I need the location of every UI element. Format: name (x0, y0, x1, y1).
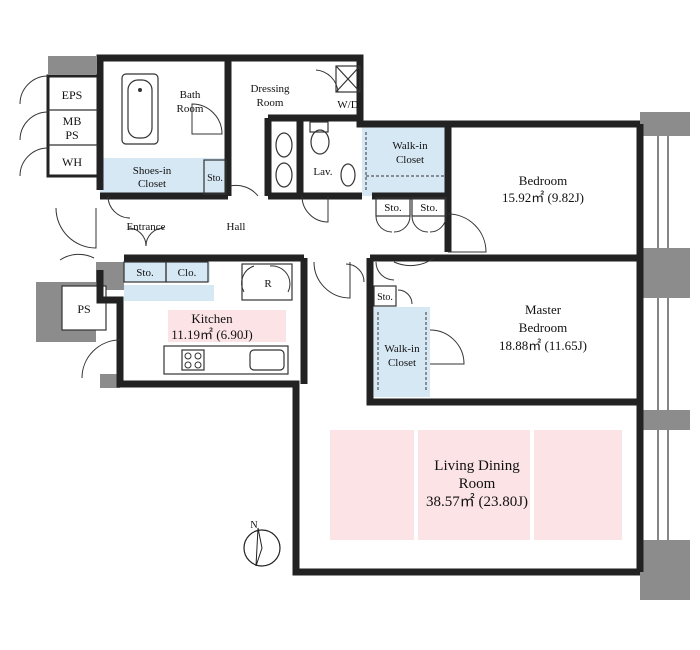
north-label: N (250, 520, 257, 531)
lav-label: Lav. (313, 166, 332, 178)
fixtures (163, 65, 361, 375)
sto-bedroom-1-label: Sto. (384, 202, 402, 214)
dressing-label: Dressing (250, 83, 290, 95)
walk-in-closet-2-label-2: Closet (388, 357, 416, 369)
wd-label: W/D (337, 99, 358, 111)
master-bedroom-label: Master (525, 302, 562, 317)
mb-ps-label: PS (65, 128, 78, 142)
windows (657, 136, 669, 540)
bath-label: Bath (180, 89, 201, 101)
living-fill (168, 310, 622, 540)
eps-label: EPS (62, 88, 83, 102)
bathtub (121, 73, 159, 145)
north-arrow-icon: N (243, 520, 281, 568)
living-dining-area-label: 38.57㎡ (23.80J) (426, 493, 528, 510)
shoes-closet-label: Shoes-in (133, 165, 172, 177)
sto-entry-label: Sto. (136, 267, 154, 279)
kitchen-area-label: 11.19㎡ (6.90J) (171, 327, 253, 342)
hall-label: Hall (227, 221, 246, 233)
walk-in-closet-1-label-2: Closet (396, 154, 424, 166)
ps-label: PS (77, 302, 90, 316)
kitchen-label: Kitchen (191, 311, 233, 326)
utility-column (19, 74, 100, 178)
closet-rails (365, 132, 444, 392)
walk-in-closet-1-label: Walk-in (392, 140, 428, 152)
entrance-label: Entrance (126, 221, 165, 233)
mb-label: MB (63, 114, 82, 128)
storage-boxes (123, 159, 447, 307)
master-bedroom-area-label: 18.88㎡ (11.65J) (499, 338, 587, 353)
sto-bedroom-2-label: Sto. (420, 202, 438, 214)
sto-master-label: Sto. (377, 292, 393, 303)
bath-room-label: Room (177, 103, 204, 115)
master-bedroom-label-2: Bedroom (519, 320, 567, 335)
bedroom-label: Bedroom (519, 173, 567, 188)
living-dining-room-label: Room (459, 476, 496, 492)
clo-entry-label: Clo. (178, 267, 197, 279)
walls (96, 54, 644, 576)
dressing-room-label: Room (257, 97, 284, 109)
door-swings (55, 69, 487, 379)
walk-in-closet-2-label: Walk-in (384, 343, 420, 355)
bedroom-area-label: 15.92㎡ (9.82J) (502, 190, 584, 205)
sto-small-label: Sto. (207, 173, 223, 184)
fridge-label: R (264, 278, 272, 290)
wh-label: WH (62, 155, 82, 169)
shoes-closet-label-2: Closet (138, 178, 166, 190)
living-dining-label: Living Dining (434, 458, 520, 474)
